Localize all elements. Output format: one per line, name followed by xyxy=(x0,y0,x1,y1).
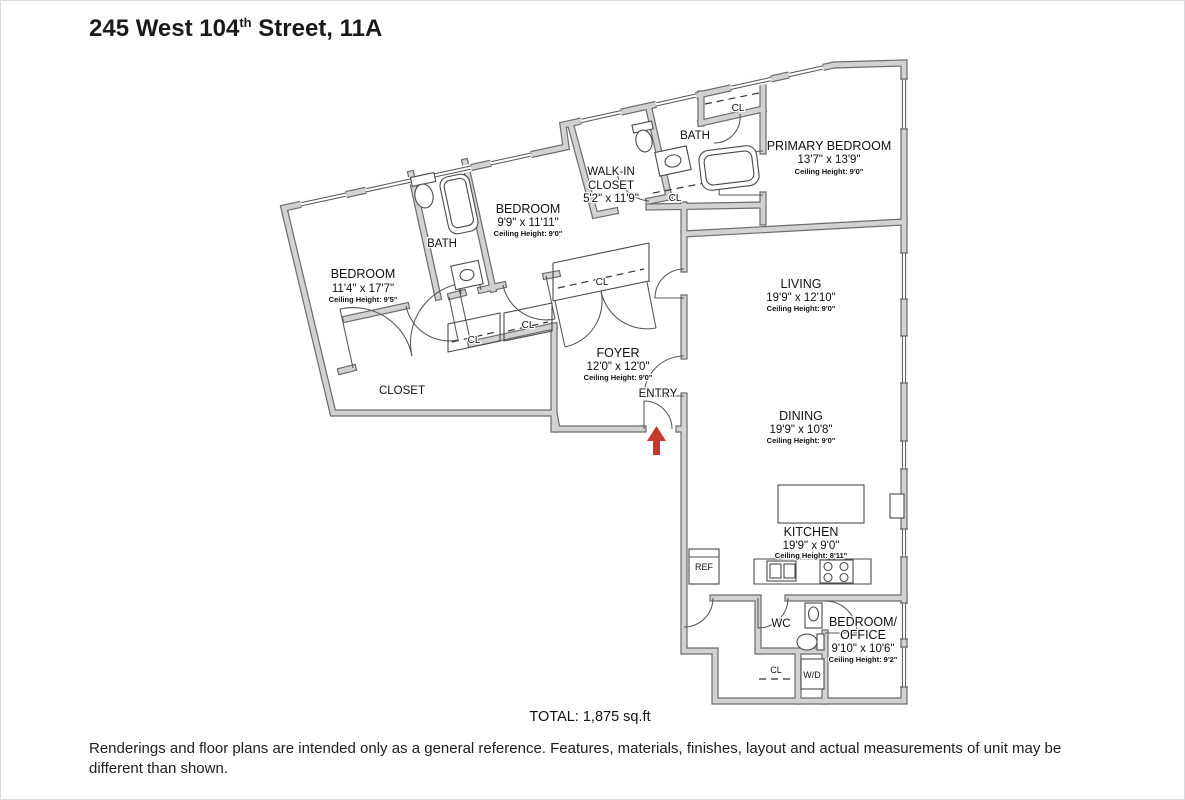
disclaimer-text: Renderings and floor plans are intended … xyxy=(89,740,1062,778)
foyer-closet-label: CL xyxy=(596,277,609,288)
bedroom-mid-ceiling: Ceiling Height: 9'0" xyxy=(494,229,563,238)
primary-bedroom-label: PRIMARY BEDROOM xyxy=(767,139,892,153)
primary-bedroom-dims: 13'7" x 13'9" xyxy=(797,154,860,166)
foyer-label: FOYER xyxy=(596,346,639,360)
bedroom-office-label-2: OFFICE xyxy=(840,628,886,642)
bedroom-office-ceiling: Ceiling Height: 9'2" xyxy=(829,655,898,664)
bedroom-office-label-1: BEDROOM/ xyxy=(829,615,898,629)
entry-door xyxy=(643,400,673,430)
refrigerator-label: REF xyxy=(695,562,714,572)
wc-door xyxy=(757,597,789,629)
hall-closet-box-left xyxy=(447,312,501,353)
page-title-suffix: Street, 11A xyxy=(251,15,383,42)
hall-closet-rod-left xyxy=(451,331,497,343)
wc-toilet-icon xyxy=(796,633,825,651)
entry-arrow xyxy=(647,426,666,455)
wall-bump xyxy=(889,493,905,519)
toilet-icon xyxy=(414,183,434,209)
hall-closet-rod-right xyxy=(507,321,549,332)
hall-closet-label-left: CL xyxy=(468,335,481,346)
entry-label: ENTRY xyxy=(639,388,678,400)
kitchen-sink-icon xyxy=(766,560,797,582)
refrigerator xyxy=(688,548,720,585)
kitchen-ceiling: Ceiling Height: 8'11" xyxy=(775,551,848,560)
wc-label: WC xyxy=(771,618,790,630)
bedroom-mid-label: BEDROOM xyxy=(496,202,561,216)
bath-top-closet-label: CL xyxy=(732,103,745,114)
closet-label: CLOSET xyxy=(379,385,425,397)
dining-door xyxy=(643,355,685,397)
bedroom-mid-door xyxy=(502,275,556,321)
foyer-closet-rod xyxy=(557,268,645,289)
page-title-superscript: th xyxy=(239,15,252,30)
kitchen-island xyxy=(777,484,865,524)
walk-in-closet-label-1: WALK-IN xyxy=(587,166,635,178)
bedroom-left-door xyxy=(405,296,459,342)
living-door xyxy=(654,268,685,299)
living-dims: 19'9" x 12'10" xyxy=(766,292,835,304)
walls xyxy=(279,59,908,705)
bedroom-left-ceiling: Ceiling Height: 9'5" xyxy=(329,295,398,304)
doors xyxy=(339,113,858,634)
corridor-closet-rod xyxy=(652,182,706,194)
kitchen-counter xyxy=(753,558,872,585)
bedroom-left-label: BEDROOM xyxy=(331,267,396,281)
toilet-icon xyxy=(635,129,653,153)
windows xyxy=(300,63,908,688)
walk-in-closet-label-2: CLOSET xyxy=(588,180,634,192)
bath-top-label: BATH xyxy=(680,130,710,142)
stove-icon xyxy=(819,559,854,584)
bedroom-left-dims: 11'4" x 17'7" xyxy=(332,283,394,295)
kitchen-passage-door xyxy=(683,597,714,628)
bedroom-office-dims: 9'10" x 10'6" xyxy=(831,643,894,655)
living-ceiling: Ceiling Height: 9'0" xyxy=(767,304,836,313)
living-label: LIVING xyxy=(781,277,822,291)
bedroom-mid-dims: 9'9" x 11'11" xyxy=(497,217,558,229)
foyer-ceiling: Ceiling Height: 9'0" xyxy=(584,373,653,382)
foyer-closet-box xyxy=(552,242,650,302)
closet-door-left xyxy=(339,307,413,369)
bedroom-office-door xyxy=(824,600,858,634)
closet-door-right xyxy=(409,283,472,357)
washer-dryer xyxy=(800,658,825,690)
dining-dims: 19'9" x 10'8" xyxy=(769,424,832,436)
foyer-closet-door-left xyxy=(554,290,603,348)
walk-in-closet-door xyxy=(616,173,650,202)
dining-ceiling: Ceiling Height: 9'0" xyxy=(767,436,836,445)
laundry-closet-label: CL xyxy=(770,665,782,675)
kitchen-label: KITCHEN xyxy=(784,525,839,539)
foyer-dims: 12'0" x 12'0" xyxy=(586,361,649,373)
room-labels: PRIMARY BEDROOM 13'7" x 13'9" Ceiling He… xyxy=(327,102,899,682)
washer-dryer-label: W/D xyxy=(803,670,821,680)
page-title-prefix: 245 West 104 xyxy=(89,15,240,42)
walk-in-closet-dims: 5'2" x 11'9" xyxy=(583,193,639,205)
hall-closet-label-right: CL xyxy=(522,320,535,331)
foyer-closet-door-right xyxy=(600,281,657,330)
wc-sink-icon xyxy=(804,602,823,629)
bath-closet-rod xyxy=(704,92,760,105)
hall-closet-box-right xyxy=(503,302,553,342)
total-area: TOTAL: 1,875 sq.ft xyxy=(529,709,651,725)
outer-wall-fill xyxy=(281,60,907,704)
page-title: 245 West 104th Street, 11A xyxy=(89,15,382,43)
fixtures xyxy=(409,120,872,690)
bath-top-door xyxy=(713,113,741,144)
kitchen-dims: 19'9" x 9'0" xyxy=(783,540,840,552)
bath-left-label: BATH xyxy=(427,238,457,250)
primary-bedroom-ceiling: Ceiling Height: 9'0" xyxy=(795,167,864,176)
corridor-closet-label: CL xyxy=(669,193,682,204)
closet-boxes xyxy=(447,92,793,680)
dining-label: DINING xyxy=(779,409,823,423)
